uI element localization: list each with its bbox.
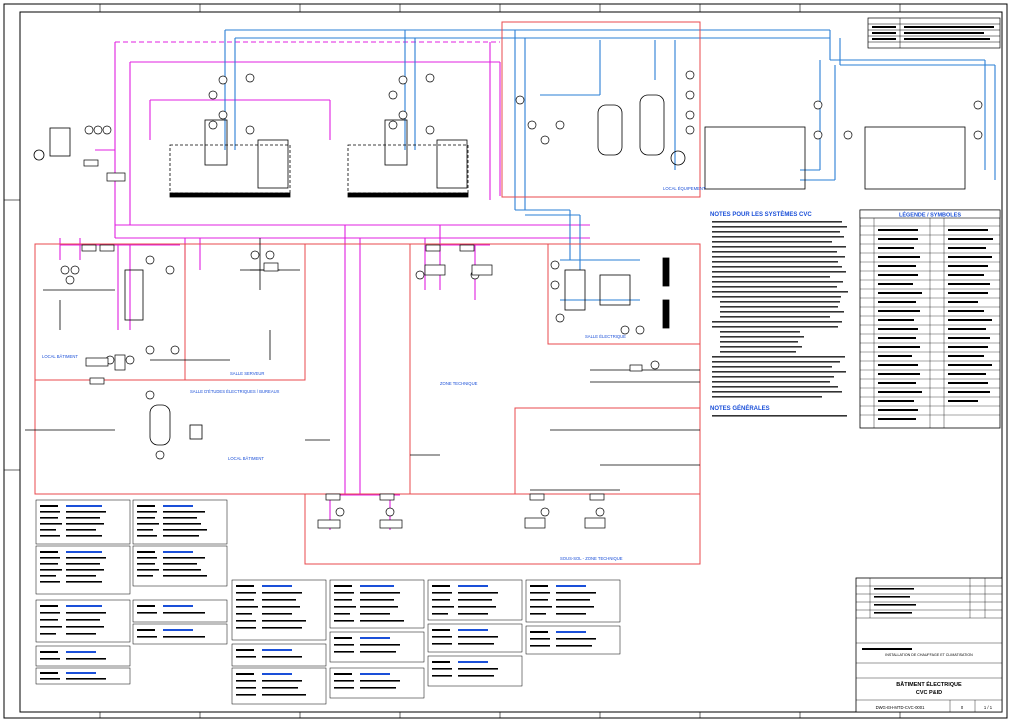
valve-symbols: [81, 159, 643, 529]
zone-label-local-batiment-2: LOCAL BÂTIMENT: [228, 456, 264, 461]
title-sheet-number: 1 / 1: [984, 705, 993, 710]
title-sheet-title: CVC P&ID: [916, 690, 942, 696]
revision-table: [867, 17, 1001, 49]
instrument-bubbles: [60, 70, 983, 517]
boiler-1: [169, 144, 291, 194]
zone-label-salle-serveur: SALLE SERVEUR: [230, 371, 264, 376]
title-rev: 0: [961, 705, 964, 710]
zone-label-local-batiment: LOCAL BÂTIMENT: [42, 354, 78, 359]
boiler-2: [347, 144, 469, 194]
zone-label-mid: ZONE TECHNIQUE: [440, 381, 478, 386]
legend-title: LÉGENDE / SYMBOLES: [899, 211, 961, 219]
title-company: INSTALLATION DE CHAUFFAGE ET CLIMATISATI…: [885, 653, 973, 657]
notes2-title: NOTES GÉNÉRALES: [710, 404, 770, 412]
legend-rows: [860, 225, 1000, 416]
hot-water-network: [59, 41, 590, 530]
symbol-legend: LÉGENDE / SYMBOLES: [859, 209, 1001, 429]
buffer-tank: [597, 104, 623, 156]
chiller-1: [704, 126, 806, 190]
zone-boundaries: [34, 21, 701, 565]
zone-local-equipment: [501, 21, 701, 198]
inlet-unit: [49, 127, 71, 157]
chiller-2: [864, 126, 966, 190]
zone-label-salle-electrique: SALLE ÉLECTRIQUE: [585, 334, 626, 339]
equipment-schedules: [35, 499, 621, 705]
title-block: INSTALLATION DE CHAUFFAGE ET CLIMATISATI…: [855, 577, 1003, 713]
notes-title: NOTES POUR LES SYSTÈMES CVC: [710, 210, 812, 218]
frame-ruler: [4, 4, 901, 718]
zone-label-bureau: SALLE D'ÉTUDES ÉLECTRIQUES / BUREAUX: [190, 389, 280, 394]
title-project: BÂTIMENT ÉLECTRIQUE: [896, 680, 962, 688]
general-notes: NOTES POUR LES SYSTÈMES CVC NOTES GÉNÉRA…: [710, 210, 848, 417]
sheet-border: [3, 3, 1008, 719]
schedule-text: [40, 505, 596, 696]
zone-label-local-equipment: LOCAL ÉQUIPEMENT: [663, 186, 706, 191]
zone-label-bottom: SOUS-SOL - ZONE TECHNIQUE: [560, 556, 623, 561]
drawing-frame: [19, 11, 1003, 713]
title-drawing-number: DWG-EH-MTD-CVC-0001: [876, 705, 926, 710]
